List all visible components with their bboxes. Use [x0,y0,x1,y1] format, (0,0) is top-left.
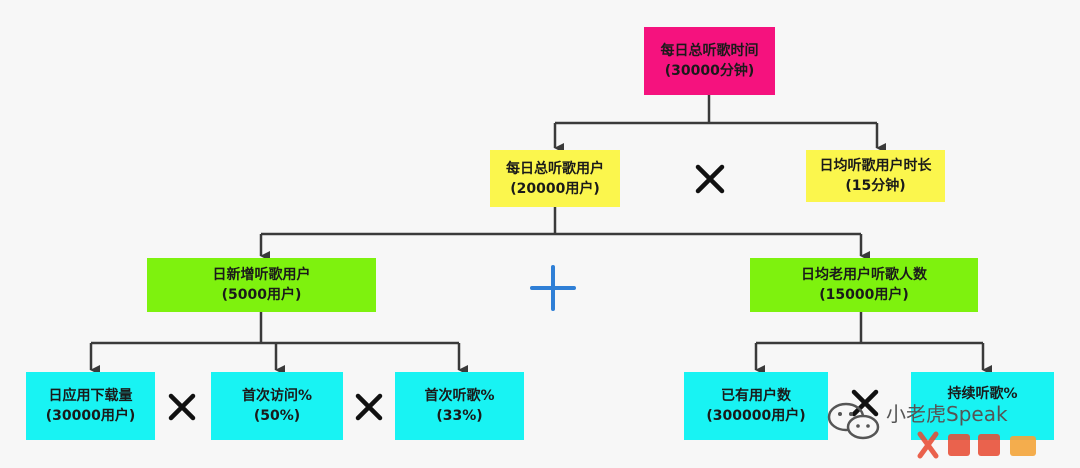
node-title: 持续听歌% [947,386,1018,402]
wechat-logo-icon [827,402,880,440]
node-total-listening-time: 每日总听歌时间 (30000分钟) [644,27,775,95]
node-title: 日新增听歌用户 [212,267,311,283]
node-title: 每日总听歌用户 [506,160,604,177]
node-title: 首次访问% [241,388,313,404]
node-title: 已有用户数 [721,388,791,404]
node-avg-listening-duration: 日均听歌用户时长 (15分钟) [806,150,945,202]
node-value: (33%) [436,408,483,424]
multiply-operator-icon [168,393,196,421]
node-continued-listening-rate: 持续听歌% [911,372,1054,440]
node-title: 日均听歌用户时长 [819,158,932,174]
node-title: 日均老用户听歌人数 [801,267,927,283]
node-first-visit-rate: 首次访问% (50%) [211,372,343,440]
plus-operator-icon [530,265,576,311]
node-new-listening-users: 日新增听歌用户 (5000用户) [147,258,376,312]
multiply-operator-icon [851,389,879,417]
node-value: (30000分钟) [664,63,755,79]
node-app-downloads: 日应用下载量 (30000用户) [26,372,155,440]
node-value: (300000用户) [706,408,806,424]
node-value: (15分钟) [845,178,906,194]
node-old-listening-users: 日均老用户听歌人数 (15000用户) [750,258,978,312]
node-value: (15000用户) [819,287,909,303]
node-value: (50%) [253,408,301,424]
watermark-text: 小老虎Speak [886,402,1008,426]
watermark: 小老虎Speak [826,392,1076,464]
site-logo-icon [917,431,1036,459]
node-title: 首次听歌% [424,388,495,404]
multiply-operator-icon [355,393,383,421]
node-value: (30000用户) [45,408,136,424]
multiply-operator-icon [695,164,725,194]
node-title: 每日总听歌时间 [660,43,759,59]
node-value: (20000用户) [510,180,600,197]
node-first-listen-rate: 首次听歌% (33%) [395,372,524,440]
node-existing-users: 已有用户数 (300000用户) [684,372,828,440]
node-title: 日应用下载量 [48,388,133,404]
node-value: (5000用户) [221,287,302,303]
node-total-listening-users: 每日总听歌用户 (20000用户) [490,150,620,207]
